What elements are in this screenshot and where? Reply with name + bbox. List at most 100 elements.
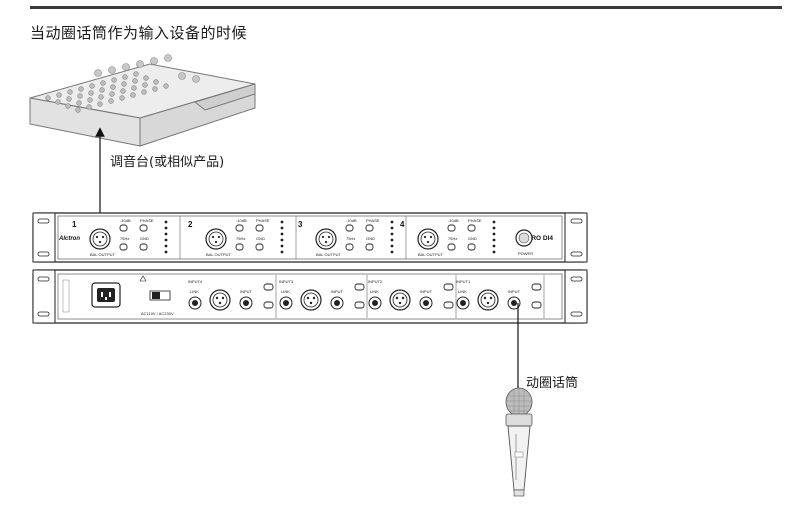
- level-led: [164, 232, 168, 236]
- mixer-knob: [77, 93, 83, 99]
- level-led: [390, 250, 394, 254]
- level-led: [492, 232, 496, 236]
- level-led: [280, 232, 284, 236]
- rear-switch: [263, 301, 274, 309]
- svg-text:PHASE: PHASE: [468, 218, 482, 223]
- mixer-knob: [86, 104, 92, 110]
- mixer-knob: [110, 84, 116, 90]
- channel-switch: [345, 224, 354, 232]
- level-led: [492, 244, 496, 248]
- mixer-knob: [87, 97, 93, 103]
- mixer-knob: [108, 98, 114, 104]
- channel-switch: [447, 224, 456, 232]
- svg-text:LINK: LINK: [370, 289, 379, 294]
- level-led: [492, 220, 496, 224]
- svg-text:PHASE: PHASE: [366, 218, 380, 223]
- channel-switch: [139, 243, 148, 251]
- channel-number: 1: [72, 220, 77, 229]
- rear-switch: [531, 283, 542, 291]
- svg-text:INPUT: INPUT: [331, 289, 344, 294]
- mixer-knob: [88, 90, 94, 96]
- channel-switch: [365, 224, 374, 232]
- channel-switch: [235, 243, 244, 251]
- level-led: [280, 220, 284, 224]
- mixer-knob: [132, 78, 138, 84]
- channel-switch: [365, 243, 374, 251]
- level-led: [164, 238, 168, 242]
- warning-icon: [139, 275, 147, 282]
- mixer-knob: [142, 82, 148, 88]
- mixer-knob: [153, 79, 159, 85]
- channel-switch: [119, 224, 128, 232]
- level-led: [164, 226, 168, 230]
- brand-logo: Alctron: [58, 236, 80, 242]
- rear-switch: [354, 301, 365, 309]
- svg-text:GND: GND: [256, 236, 265, 241]
- mixer-knob: [130, 92, 136, 98]
- level-led: [164, 250, 168, 254]
- svg-text:-10dB: -10dB: [120, 218, 131, 223]
- channel-switch: [255, 224, 264, 232]
- mixer-knob: [55, 99, 61, 105]
- channel-number: 3: [298, 220, 303, 229]
- svg-text:LINK: LINK: [458, 289, 467, 294]
- top-rule: [30, 6, 782, 9]
- mixer-knob: [131, 85, 137, 91]
- mixer-knob: [111, 77, 117, 83]
- svg-text:PHASE: PHASE: [140, 218, 154, 223]
- mixer-knob: [163, 83, 169, 89]
- level-led: [492, 238, 496, 242]
- level-led: [390, 238, 394, 242]
- svg-text:GND: GND: [468, 236, 477, 241]
- input-name: INPUT3: [279, 279, 294, 284]
- mixer-knob: [66, 96, 72, 102]
- svg-text:75Hz: 75Hz: [236, 236, 245, 241]
- channel-switch: [447, 243, 456, 251]
- svg-text:-10dB: -10dB: [236, 218, 247, 223]
- level-led: [390, 226, 394, 230]
- mixer-knob: [89, 83, 95, 89]
- mixer-knob: [97, 101, 103, 107]
- bal-output-label: BAL OUTPUT: [418, 252, 444, 257]
- rear-switch: [443, 301, 454, 309]
- bal-output-label: BAL OUTPUT: [316, 252, 342, 257]
- mixer-knob: [119, 95, 125, 101]
- mixer-knob: [75, 107, 81, 113]
- mixer-label: 调音台(或相似产品): [110, 155, 225, 170]
- level-led: [390, 232, 394, 236]
- mixer-knob: [152, 86, 158, 92]
- level-led: [164, 220, 168, 224]
- level-led: [280, 250, 284, 254]
- input-name: INPUT1: [456, 279, 471, 284]
- mixer-knob: [143, 75, 149, 81]
- level-led: [280, 226, 284, 230]
- mixer-knob: [133, 71, 139, 77]
- power-label: POWER: [518, 251, 533, 256]
- rear-switch: [263, 283, 274, 291]
- rear-switch: [443, 283, 454, 291]
- channel-number: 4: [400, 220, 405, 229]
- svg-text:INPUT: INPUT: [240, 289, 253, 294]
- channel-switch: [467, 224, 476, 232]
- microphone-label: 动圈话筒: [526, 376, 579, 391]
- svg-text:-10dB: -10dB: [346, 218, 357, 223]
- input-name: INPUT2: [368, 279, 383, 284]
- mixer-knob: [67, 89, 73, 95]
- rear-switch: [531, 301, 542, 309]
- mixer-knob: [78, 86, 84, 92]
- mixer-knob: [122, 74, 128, 80]
- mixer-knob: [76, 100, 82, 106]
- level-led: [492, 250, 496, 254]
- level-led: [280, 238, 284, 242]
- channel-switch: [345, 243, 354, 251]
- channel-switch: [119, 243, 128, 251]
- mixer-knob: [65, 103, 71, 109]
- level-led: [164, 244, 168, 248]
- mixer-knob: [99, 87, 105, 93]
